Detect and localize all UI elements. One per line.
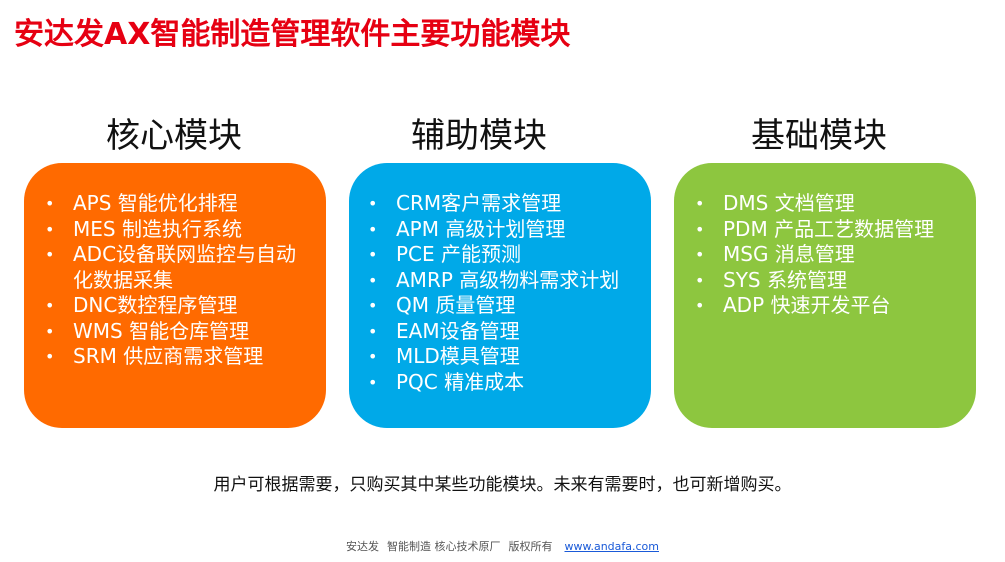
aux-module-list: • CRM客户需求管理 • APM 高级计划管理 • PCE 产能预测 • AMRP 高级物料… xyxy=(368,191,646,396)
module-list-item: • SRM 供应商需求管理 xyxy=(45,344,313,370)
module-item-label: PQC 精准成本 xyxy=(396,369,525,394)
module-list-item: • ADP 快速开发平台 xyxy=(695,293,973,319)
footer: 安达发智能制造 核心技术原厂版权所有 www.andafa.com xyxy=(0,538,1005,554)
bullet-icon: • xyxy=(45,347,55,366)
module-list-item: • PDM 产品工艺数据管理 xyxy=(695,216,973,243)
module-list-item: • SYS 系统管理 xyxy=(695,267,973,294)
bullet-icon: • xyxy=(368,347,378,366)
module-item-label: DNC数控程序管理 xyxy=(73,293,238,317)
slide-title: 安达发AX智能制造管理软件主要功能模块 xyxy=(14,17,571,52)
module-item-label: PDM 产品工艺数据管理 xyxy=(723,216,935,241)
core-module-heading: 核心模块 xyxy=(106,116,242,156)
module-list-item: • MLD模具管理 xyxy=(368,344,646,370)
module-list-item: • PQC 精准成本 xyxy=(368,369,646,396)
module-item-label: MSG 消息管理 xyxy=(723,242,855,266)
module-list-item: • APS 智能优化排程 xyxy=(45,191,313,217)
module-list-item: • APM 高级计划管理 xyxy=(368,216,646,243)
module-list-item: • DMS 文档管理 xyxy=(695,191,973,217)
bullet-icon: • xyxy=(45,296,55,315)
core-module-card: • APS 智能优化排程 • MES 制造执行系统 • ADC设备联网监控与自动化数据采集… xyxy=(24,163,326,428)
module-item-label: QM 质量管理 xyxy=(396,293,516,317)
base-module-list: • DMS 文档管理 • PDM 产品工艺数据管理 • MSG 消息管理 • SYS 系统管理… xyxy=(695,191,973,319)
module-item-label: WMS 智能仓库管理 xyxy=(73,318,250,343)
module-item-label: MLD模具管理 xyxy=(396,344,520,368)
bullet-icon: • xyxy=(695,219,705,239)
bullet-icon: • xyxy=(695,245,705,264)
bullet-icon: • xyxy=(45,219,55,239)
module-item-label: ADC设备联网监控与自动化数据采集 xyxy=(73,242,297,292)
footer-company: 安达发 xyxy=(345,540,379,553)
module-list-item: • CRM客户需求管理 xyxy=(368,191,646,217)
bullet-icon: • xyxy=(368,296,378,315)
module-list-item: • WMS 智能仓库管理 xyxy=(45,318,313,345)
footer-tagline: 智能制造 核心技术原厂 xyxy=(386,540,501,553)
bullet-icon: • xyxy=(45,245,55,264)
module-item-label: DMS 文档管理 xyxy=(723,191,855,215)
purchase-note: 用户可根据需要，只购买其中某些功能模块。未来有需要时，也可新增购买。 xyxy=(213,475,792,495)
core-module-list: • APS 智能优化排程 • MES 制造执行系统 • ADC设备联网监控与自动化数据采集… xyxy=(45,191,313,370)
bullet-icon: • xyxy=(45,321,55,341)
bullet-icon: • xyxy=(695,270,705,290)
bullet-icon: • xyxy=(368,321,378,341)
module-item-label: EAM设备管理 xyxy=(396,318,520,343)
module-item-label: SRM 供应商需求管理 xyxy=(73,344,264,368)
module-item-label: PCE 产能预测 xyxy=(396,242,522,266)
base-module-heading: 基础模块 xyxy=(751,116,887,156)
bullet-icon: • xyxy=(368,270,378,290)
module-list-item: • EAM设备管理 xyxy=(368,318,646,345)
module-item-label: APM 高级计划管理 xyxy=(396,216,566,241)
aux-module-heading: 辅助模块 xyxy=(411,116,547,156)
module-item-label: SYS 系统管理 xyxy=(723,267,847,292)
module-list-item: • MES 制造执行系统 xyxy=(45,216,313,243)
module-item-label: APS 智能优化排程 xyxy=(73,191,238,215)
module-list-item: • PCE 产能预测 xyxy=(368,242,646,268)
module-list-item: • MSG 消息管理 xyxy=(695,242,973,268)
module-list-item: • ADC设备联网监控与自动化数据采集 xyxy=(45,242,313,293)
module-item-label: CRM客户需求管理 xyxy=(396,191,562,215)
aux-module-card: • CRM客户需求管理 • APM 高级计划管理 • PCE 产能预测 • AMRP 高级物料… xyxy=(349,163,651,428)
bullet-icon: • xyxy=(695,194,705,213)
module-list-item: • QM 质量管理 xyxy=(368,293,646,319)
bullet-icon: • xyxy=(368,245,378,264)
footer-rights: 版权所有 xyxy=(508,540,553,553)
bullet-icon: • xyxy=(368,219,378,239)
module-list-item: • AMRP 高级物料需求计划 xyxy=(368,267,646,294)
bullet-icon: • xyxy=(368,372,378,392)
module-list-item: • DNC数控程序管理 xyxy=(45,293,313,319)
bullet-icon: • xyxy=(695,296,705,315)
bullet-icon: • xyxy=(368,194,378,213)
module-item-label: ADP 快速开发平台 xyxy=(723,293,891,317)
module-item-label: AMRP 高级物料需求计划 xyxy=(396,267,620,292)
module-item-label: MES 制造执行系统 xyxy=(73,216,242,241)
base-module-card: • DMS 文档管理 • PDM 产品工艺数据管理 • MSG 消息管理 • SYS 系统管理… xyxy=(674,163,976,428)
bullet-icon: • xyxy=(45,194,55,213)
footer-website-link[interactable]: www.andafa.com xyxy=(564,540,659,553)
